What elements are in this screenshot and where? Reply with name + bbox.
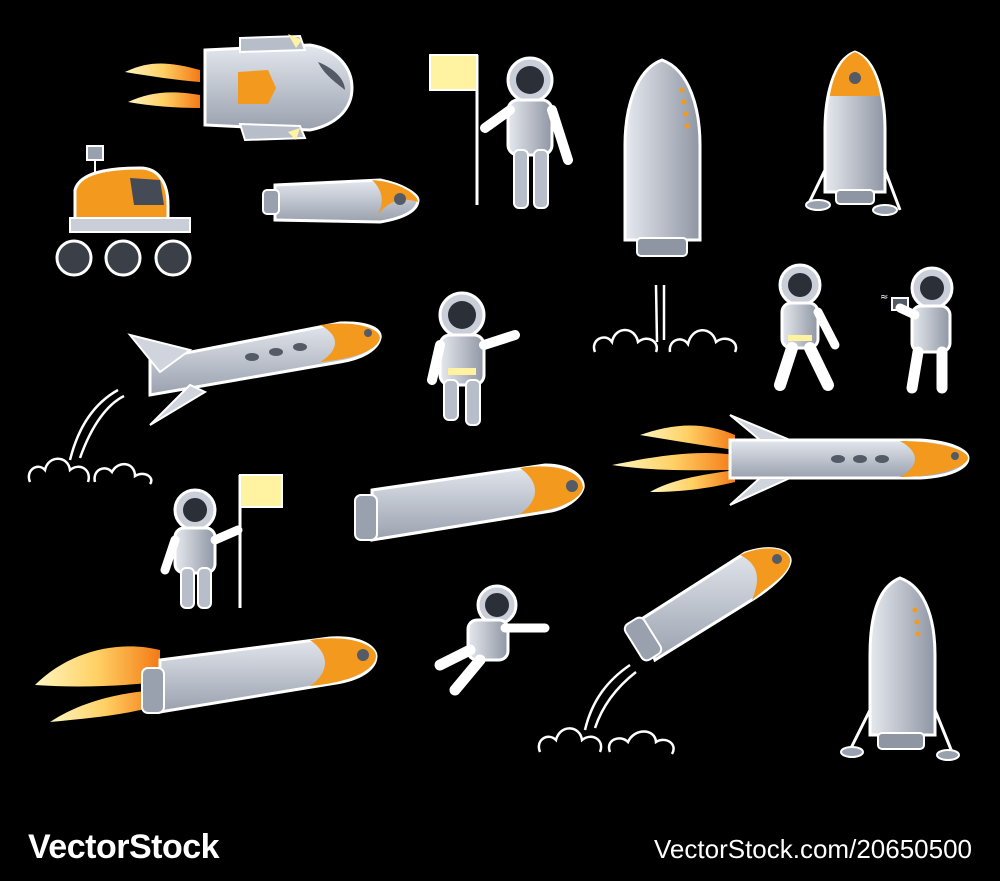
brand-logo-text: VectorStock	[28, 828, 220, 866]
rocket-launching-left	[127, 321, 382, 426]
shuttle-with-flames-bottom	[35, 636, 378, 722]
lander-bottom-right	[840, 576, 960, 761]
lander-top-right	[805, 50, 902, 216]
astronaut-with-camera: ≈	[880, 266, 954, 394]
svg-text:≈: ≈	[880, 292, 888, 303]
launch-smoke-bottom	[537, 663, 675, 755]
astronaut-with-flag-bottom	[160, 474, 283, 609]
astronaut-floating-center	[427, 291, 520, 426]
launch-smoke-left	[27, 388, 153, 485]
astronaut-with-flag-top	[429, 54, 573, 209]
rocket-tilted-bottom	[623, 547, 792, 663]
lunar-rover	[55, 145, 192, 277]
footer-bar: VectorStock VectorStock.com/20650500	[0, 820, 1000, 881]
space-clipart-set: ≈	[27, 34, 970, 761]
rocket-with-flames-right	[612, 414, 970, 506]
astronaut-walking	[774, 263, 840, 391]
launch-smoke-center	[592, 284, 738, 353]
shuttle-small-horizontal	[262, 178, 420, 224]
shuttle-tilted-center	[354, 463, 585, 542]
stock-id-url: VectorStock.com/20650500	[654, 834, 972, 864]
astronaut-floating-bottom	[434, 584, 550, 696]
vertical-rocket-top	[623, 58, 702, 257]
spaceship-top-left	[125, 34, 354, 142]
